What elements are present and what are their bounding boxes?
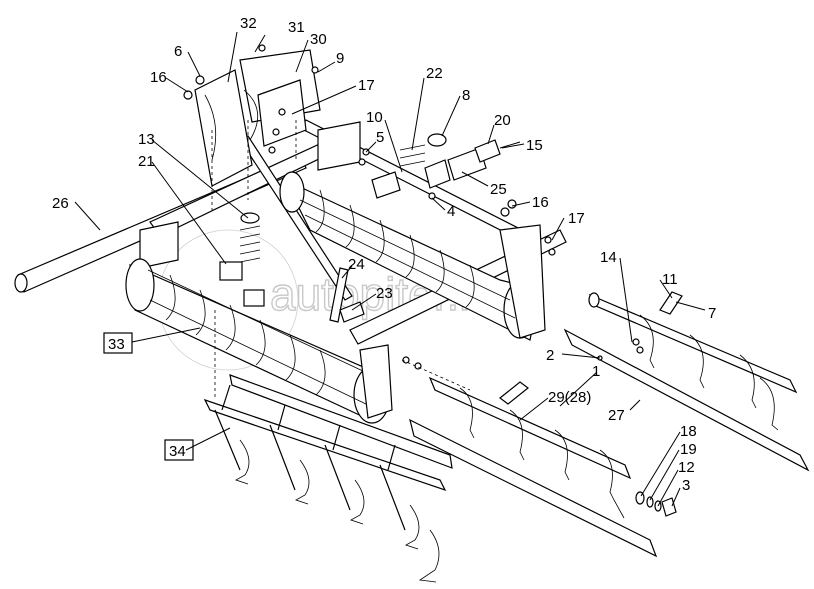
callout-17-upper: 17 [358,77,375,94]
bolt-stack [635,491,677,517]
callout-15: 15 [526,137,543,154]
callout-29-28: 29(28) [548,389,591,406]
callout-21: 21 [138,153,155,170]
alignment-lines [211,120,471,400]
callout-box-34 [164,439,194,461]
front-roller [125,258,393,424]
pivot-plate-assembly [183,44,321,187]
callout-19: 19 [680,441,697,458]
adjust-lever [329,267,365,323]
callout-9: 9 [336,50,344,67]
callout-box-33 [103,332,133,354]
callout-3: 3 [682,477,690,494]
callout-6: 6 [174,43,182,60]
callout-8: 8 [462,87,470,104]
rear-roller [279,171,546,341]
callout-32: 32 [240,15,257,32]
callout-10: 10 [366,109,383,126]
callout-31: 31 [288,19,305,36]
callout-labels: 32 31 30 6 9 16 17 22 8 10 20 13 5 15 21… [52,15,716,494]
callout-5: 5 [376,129,384,146]
callout-34: 34 [169,443,186,460]
callout-18: 18 [680,423,697,440]
callout-17-lower: 17 [568,210,585,227]
callout-12: 12 [678,459,695,476]
cultivator-frame [203,374,453,583]
middle-harrow-bar [402,356,658,558]
right-harrow-bar [563,291,810,472]
callout-13: 13 [138,131,155,148]
callout-23: 23 [376,285,393,302]
hardware-right [358,148,556,256]
callout-14: 14 [600,249,617,266]
callout-20: 20 [494,112,511,129]
callout-25: 25 [490,181,507,198]
leader-lines [74,31,706,507]
callout-4: 4 [447,203,455,220]
callout-27: 27 [608,407,625,424]
callout-2: 2 [546,347,554,364]
callout-22: 22 [426,65,443,82]
callout-30: 30 [310,31,327,48]
spring-assemblies [219,133,521,307]
callout-16-upper: 16 [150,69,167,86]
callout-7: 7 [708,305,716,322]
callout-24: 24 [348,256,365,273]
callout-11: 11 [662,271,678,288]
callout-1: 1 [592,363,600,380]
callout-26: 26 [52,195,69,212]
callout-33: 33 [108,336,125,353]
callout-16-lower: 16 [532,194,549,211]
